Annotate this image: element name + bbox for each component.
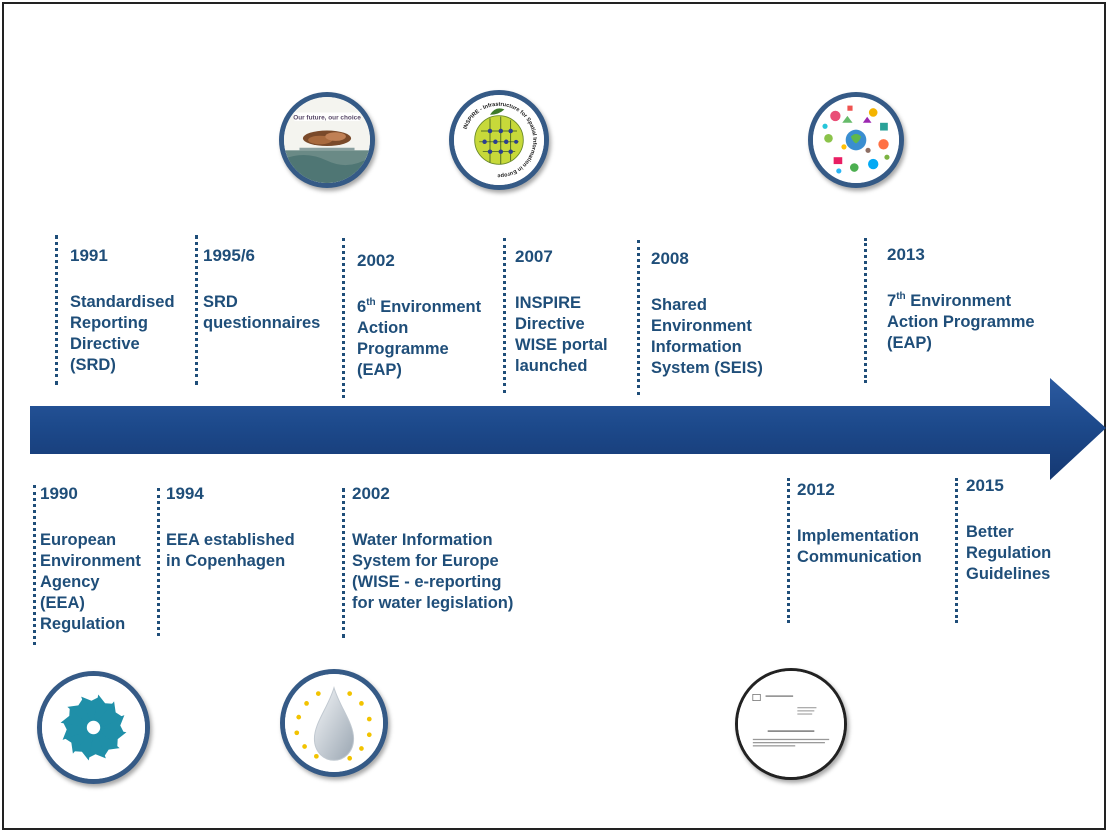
- marker-2007: [503, 238, 506, 393]
- event-year: 2015: [966, 476, 1004, 495]
- event-2002-eap6: 2002 6th Environment Action Programme (E…: [357, 251, 481, 381]
- eap7-collage-badge: [808, 92, 904, 188]
- event-desc: SRD questionnaires: [203, 293, 321, 332]
- event-1995: 1995/6 SRD questionnaires: [203, 246, 320, 334]
- communication-document-badge: [735, 668, 847, 780]
- eap6-cover-image: Our future, our choice: [284, 97, 370, 183]
- marker-1995: [195, 235, 198, 385]
- event-desc: EEA established in Copenhagen: [166, 531, 295, 570]
- timeline-arrow: [30, 378, 1106, 480]
- marker-1991: [55, 235, 58, 385]
- event-1991: 1991 Standardised Reporting Directive (S…: [70, 246, 175, 376]
- marker-2012: [787, 478, 790, 623]
- event-desc: 7th Environment Action Programme (EAP): [887, 291, 1035, 353]
- event-year: 1991: [70, 246, 108, 265]
- eap7-collage-image: [813, 97, 899, 183]
- marker-2008: [637, 240, 640, 395]
- marker-2015: [955, 478, 958, 623]
- event-2007: 2007 INSPIRE Directive WISE portal launc…: [515, 247, 608, 377]
- event-1994: 1994 EEA established in Copenhagen: [166, 484, 295, 572]
- event-desc: European Environment Agency (EEA) Regula…: [40, 531, 141, 633]
- inspire-badge: INSPIRE - Infrastructure for Spatial Inf…: [449, 90, 549, 190]
- eea-logo-icon: [42, 676, 145, 779]
- event-2002-wise: 2002 Water Information System for Europe…: [352, 484, 513, 614]
- event-desc: Standardised Reporting Directive (SRD): [70, 293, 175, 374]
- event-desc: Implementation Communication: [797, 527, 922, 566]
- svg-text:Our future, our choice: Our future, our choice: [293, 114, 361, 121]
- event-2013: 2013 7th Environment Action Programme (E…: [887, 245, 1035, 354]
- event-year: 2002: [352, 484, 390, 503]
- event-year: 2007: [515, 247, 553, 266]
- inspire-logo: INSPIRE - Infrastructure for Spatial Inf…: [454, 95, 544, 185]
- event-year: 2012: [797, 480, 835, 499]
- event-desc: 6th Environment Action Programme (EAP): [357, 297, 482, 380]
- event-2008: 2008 Shared Environment Information Syst…: [651, 249, 763, 379]
- event-desc: Shared Environment Information System (S…: [651, 296, 763, 377]
- eap6-cover-badge: Our future, our choice: [279, 92, 375, 188]
- marker-2002-top: [342, 238, 345, 398]
- event-desc: Better Regulation Guidelines: [966, 523, 1052, 583]
- event-desc: Water Information System for Europe (WIS…: [352, 531, 514, 612]
- event-year: 2008: [651, 249, 689, 268]
- marker-2002-bottom: [342, 488, 345, 638]
- event-desc: INSPIRE Directive WISE portal launched: [515, 294, 608, 375]
- event-1990: 1990 European Environment Agency (EEA) R…: [40, 484, 141, 635]
- eea-logo-badge: [37, 671, 150, 784]
- marker-1994: [157, 488, 160, 636]
- event-year: 1995/6: [203, 246, 255, 265]
- event-year: 2013: [887, 245, 925, 264]
- event-year: 1990: [40, 484, 78, 503]
- water-drop-badge: [280, 669, 388, 777]
- event-year: 2002: [357, 251, 395, 270]
- event-2015: 2015 Better Regulation Guidelines: [966, 476, 1051, 585]
- event-2012: 2012 Implementation Communication: [797, 480, 922, 568]
- marker-2013: [864, 238, 867, 383]
- water-drop-image: [285, 674, 383, 772]
- marker-1990: [33, 485, 36, 645]
- communication-document-image: [738, 671, 844, 777]
- event-year: 1994: [166, 484, 204, 503]
